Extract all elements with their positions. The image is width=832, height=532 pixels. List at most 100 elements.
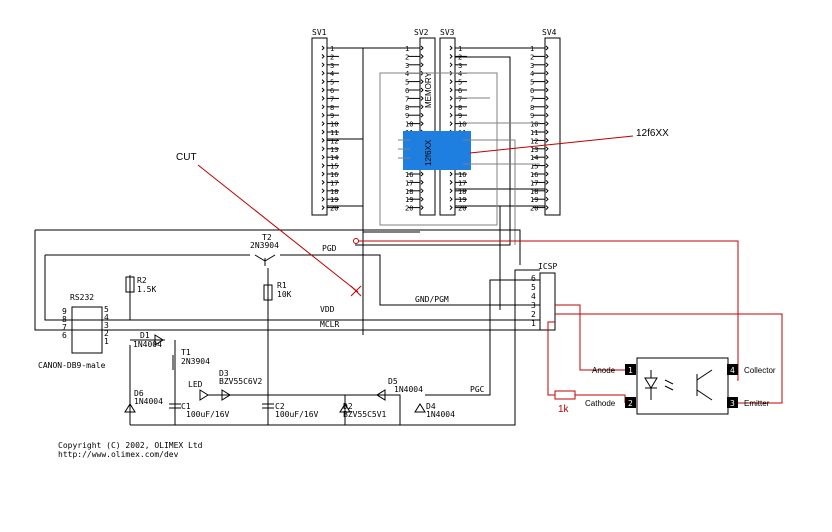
header-sv1-pin-18: 18 [330, 188, 338, 196]
header-sv3-pin-5: 5 [458, 79, 462, 87]
header-sv2-pin-16: 16 [405, 171, 413, 179]
net-vdd: VDD [320, 305, 335, 314]
header-sv1-pin-mark-18 [321, 188, 325, 194]
d6-part: 1N4004 [134, 397, 163, 406]
diode-d6: D6 1N4004 [124, 389, 163, 413]
chip-label: 12f6XX [424, 139, 433, 166]
header-sv4-pin-mark-9 [545, 112, 549, 118]
header-sv3-pin-mark-10 [449, 121, 453, 126]
header-sv2-label: SV2 [414, 28, 429, 37]
header-sv1-pin-10: 10 [330, 121, 338, 129]
rs232-title: RS232 [70, 293, 94, 302]
header-sv3-pin-6: 6 [458, 87, 462, 95]
header-sv4-pin-mark-17 [545, 180, 549, 185]
header-sv4-pin-mark-13 [545, 146, 549, 152]
header-sv2-pin-mark-7 [420, 96, 424, 101]
net-mclr: MCLR [320, 320, 339, 329]
rs232-pin-9: 9 [62, 307, 67, 316]
header-sv4-pin-mark-3 [545, 62, 549, 68]
pin-headers: SV1 SV2 SV3 SV4 [311, 28, 561, 216]
header-sv2-pin-mark-8 [420, 104, 424, 110]
header-sv2-pin-3: 3 [405, 62, 409, 70]
header-sv4-pin-mark-2 [545, 54, 549, 59]
header-sv3-pin-8: 8 [458, 104, 462, 112]
header-sv1-pin-mark-19 [321, 196, 325, 202]
header-sv3-pin-mark-9 [449, 112, 453, 118]
d2-part: BZV55C5V1 [343, 410, 387, 419]
header-sv4-pin-5: 5 [530, 79, 534, 87]
header-sv1-pin-mark-17 [321, 180, 325, 185]
header-sv1-pin-mark-14 [321, 154, 325, 160]
diode-d3: D3 BZV55C6V2 [219, 369, 263, 401]
net-pgd: PGD [322, 244, 337, 253]
header-sv1-pin-9: 9 [330, 112, 334, 120]
header-sv4-pin-11: 11 [530, 129, 538, 137]
header-sv1-pin-mark-4 [321, 70, 325, 76]
header-sv3-body [439, 37, 456, 216]
header-sv3-pin-mark-3 [449, 62, 453, 68]
header-sv4-pin-mark-1 [545, 45, 549, 51]
header-sv2-body [419, 37, 436, 216]
header-sv3-pin-mark-2 [449, 54, 453, 59]
t1-part: 2N3904 [181, 357, 210, 366]
rs232-pin-1: 1 [104, 337, 109, 346]
r1-ref: R1 [277, 281, 287, 290]
header-sv1-pin-15: 15 [330, 163, 338, 171]
header-sv4-body [544, 37, 561, 216]
d1-ref: D1 [140, 331, 150, 340]
icsp-pin-4: 4 [531, 292, 536, 301]
header-sv3-pin-mark-8 [449, 104, 453, 110]
header-sv1-pin-7: 7 [330, 95, 334, 103]
header-sv3-pin-mark-18 [449, 188, 453, 194]
rs232-pin-7: 7 [62, 323, 67, 332]
net-pgc: PGC [470, 385, 485, 394]
opto-pin3-pad [727, 397, 738, 408]
header-sv4-pin-12: 12 [530, 137, 538, 145]
header-sv1-pin-mark-15 [321, 163, 325, 168]
header-sv2-pin-6: 6 [405, 87, 409, 95]
opto-anode-label: Anode [592, 366, 616, 375]
header-sv2-pin-mark-2 [420, 54, 424, 59]
header-sv4-pin-mark-8 [545, 104, 549, 110]
header-sv4-pin-17: 17 [530, 179, 538, 187]
header-sv3-pin-mark-1 [449, 45, 453, 51]
rs232-connector: RS232 9 8 7 6 5 4 3 2 1 CANON-DB9-male [38, 293, 109, 370]
header-sv1-label: SV1 [312, 28, 327, 37]
header-sv1-pin-5: 5 [330, 79, 334, 87]
header-sv4-pin-mark-7 [545, 96, 549, 101]
d3-part: BZV55C6V2 [219, 377, 263, 386]
header-sv2-pin-1: 1 [405, 45, 409, 53]
optocoupler-body [636, 357, 729, 415]
header-sv1-pin-mark-6 [321, 87, 325, 93]
header-sv3-pin-1: 1 [458, 45, 462, 53]
header-sv4-pin-10: 10 [530, 121, 538, 129]
d4-part: 1N4004 [426, 410, 455, 419]
header-sv2-pin-mark-18 [420, 188, 424, 194]
d2-ref: D2 [343, 402, 353, 411]
header-sv1-pin-mark-3 [321, 62, 325, 68]
header-sv4-pin-7: 7 [530, 95, 534, 103]
header-sv4-pin-20: 20 [530, 205, 538, 213]
diode-d5: D5 1N4004 [376, 377, 423, 401]
header-sv1-pin-1: 1 [330, 45, 334, 53]
rs232-pin-6: 6 [62, 331, 67, 340]
header-sv1-pin-11: 11 [330, 129, 338, 137]
header-sv1-pin-mark-12 [321, 138, 325, 143]
header-sv2-pin-18: 18 [405, 188, 413, 196]
header-sv2-pin-10: 10 [405, 121, 413, 129]
led-label: LED [188, 380, 203, 389]
footer-url: http://www.olimex.com/dev [58, 450, 179, 459]
capacitor-c1: C1 100uF/16V [169, 402, 230, 419]
header-sv4-pin-18: 18 [530, 188, 538, 196]
r2-value: 1.5K [137, 285, 156, 294]
c2-ref: C2 [275, 402, 285, 411]
header-sv3-pin-17: 17 [458, 179, 466, 187]
cut-callout: CUT [176, 152, 197, 163]
opto-pin4-pad [727, 364, 738, 375]
t2-ref: T2 [262, 233, 272, 242]
chip-12f6xx-highlight [403, 131, 471, 170]
diode-d1: D1 1N4004 [133, 331, 164, 349]
header-sv3-pin-4: 4 [458, 70, 462, 78]
opto-pin3-label: 3 [730, 399, 735, 408]
